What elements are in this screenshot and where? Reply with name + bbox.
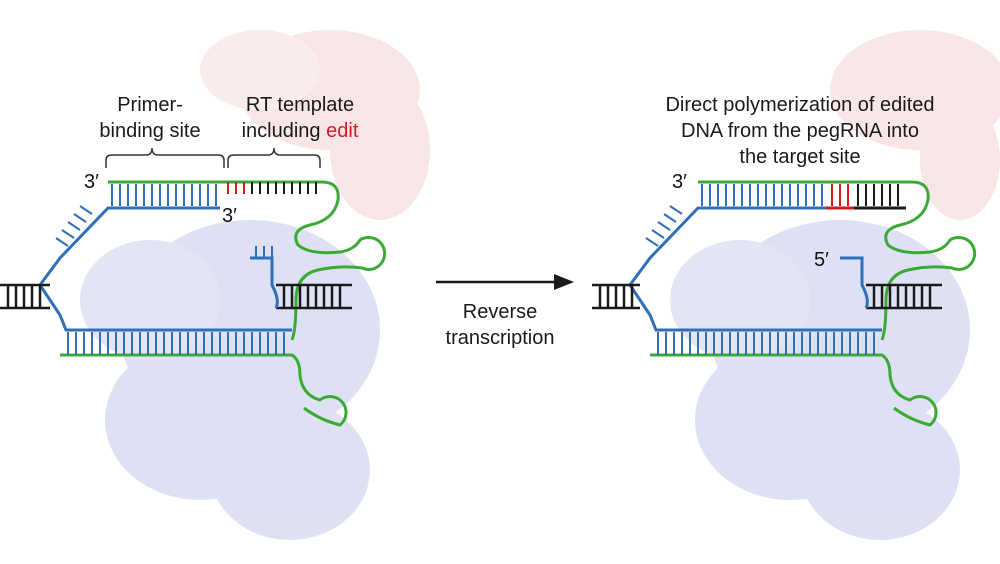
left-panel: Primer- binding site RT template includi… <box>0 30 430 540</box>
label-3prime-top: 3′ <box>84 171 99 193</box>
arrow-head <box>554 274 574 290</box>
rt-template-ticks <box>227 182 317 194</box>
rt-template-label-line1: RT template <box>246 94 354 116</box>
arrow-label-line2: transcription <box>446 327 555 349</box>
right-title-line2: DNA from the pegRNA into <box>681 120 919 142</box>
bottom-dna-duplex <box>67 332 285 355</box>
right-blue-fork <box>840 256 869 309</box>
blue-fork-ticks <box>255 246 273 258</box>
blue-fork <box>250 256 279 309</box>
rt-template-brace <box>227 147 321 168</box>
right-dna-duplex-right-end <box>866 283 942 310</box>
dna-duplex-left-end <box>0 283 50 310</box>
right-pegrna-strand <box>650 180 977 427</box>
right-panel: Direct polymerization of edited DNA from… <box>592 30 1000 540</box>
right-blue-flap-ticks <box>645 205 683 247</box>
right-extended-duplex <box>701 184 899 206</box>
right-label-3prime: 3′ <box>672 171 687 193</box>
pegrna-strand <box>60 180 387 427</box>
edit-base-pairs <box>831 184 849 206</box>
right-title-line3: the target site <box>739 146 860 168</box>
right-bottom-dna-duplex <box>657 332 875 355</box>
protein-structure-background <box>80 30 430 540</box>
rt-template-label-line2: including edit <box>242 120 359 142</box>
center-arrow-group: Reverse transcription <box>436 274 574 349</box>
primer-binding-duplex <box>111 184 217 206</box>
dna-duplex-right-end <box>276 283 352 310</box>
primer-binding-label-line1: Primer- <box>117 94 183 116</box>
rt-template-edit-word: edit <box>326 120 359 142</box>
rt-template-including: including <box>242 120 327 142</box>
primer-binding-label-line2: binding site <box>99 120 200 142</box>
primer-binding-brace <box>105 147 225 168</box>
label-3prime-flap: 3′ <box>222 205 237 227</box>
right-label-5prime: 5′ <box>814 249 829 271</box>
blue-flap-ticks <box>55 205 93 247</box>
right-title-line1: Direct polymerization of edited <box>665 94 934 116</box>
right-dna-duplex-left-end <box>592 283 640 310</box>
arrow-label-line1: Reverse <box>463 301 537 323</box>
